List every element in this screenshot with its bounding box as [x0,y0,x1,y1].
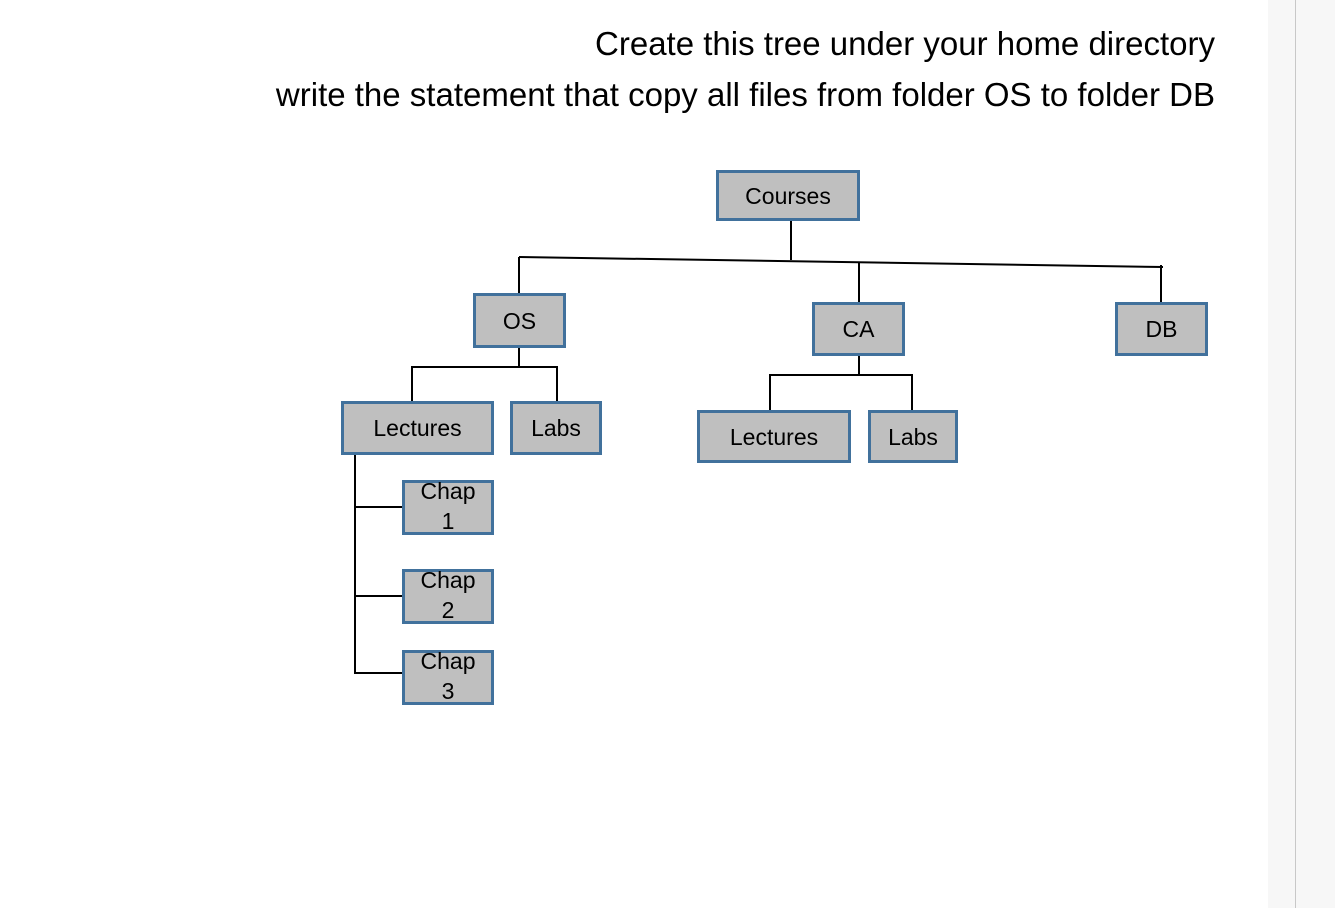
connector-lectures-to-chap1 [354,506,404,508]
tree-node-os-labs[interactable]: Labs [510,401,602,455]
tree-node-os-labs-label: Labs [531,415,581,441]
connector-ca-to-lectures [769,374,771,412]
connector-os-fanout-bar [411,366,558,368]
scrollbar-track-line[interactable] [1295,0,1296,908]
tree-node-db-label: DB [1145,316,1178,342]
connector-ca-stem [858,356,860,376]
connector-courses-fanout-bar [518,256,1164,268]
tree-node-chap-1-label-line2: 1 [441,508,455,534]
tree-node-db[interactable]: DB [1115,302,1208,356]
connector-lectures-to-chap2 [354,595,404,597]
tree-node-os[interactable]: OS [473,293,566,348]
tree-node-chap-1[interactable]: Chap 1 [402,478,494,535]
tree-node-courses[interactable]: Courses [716,170,860,221]
connector-os-stem [518,348,520,368]
tree-node-os-lectures-label: Lectures [373,415,462,441]
title-line-1: Create this tree under your home directo… [595,25,1215,62]
tree-node-chap-3-label-line2: 3 [441,678,455,704]
connector-courses-to-db [1160,265,1162,304]
connector-courses-to-ca [858,262,860,304]
document-canvas: Create this tree under your home directo… [0,18,1215,705]
title-line-2: write the statement that copy all files … [275,76,1215,113]
tree-node-ca-labs-label: Labs [888,423,938,450]
connector-os-to-labs [556,366,558,403]
right-gutter [1268,0,1335,908]
tree-node-ca-lectures-label: Lectures [729,423,819,450]
connector-courses-stem [790,220,792,260]
tree-node-chap-2[interactable]: Chap 2 [402,567,494,624]
tree-node-os-label: OS [502,307,537,334]
tree-node-chap-2-label-line2: 2 [441,597,455,623]
tree-node-ca-label: CA [842,316,875,342]
connector-lectures-rail [354,454,356,674]
tree-node-chap-3[interactable]: Chap 3 [402,648,494,705]
tree-node-ca[interactable]: CA [812,302,905,356]
tree-node-chap-1-label-line1: Chap [420,478,476,504]
connector-ca-fanout-bar [769,374,913,376]
page-title: Create this tree under your home directo… [0,18,1215,120]
connector-os-to-lectures [411,366,413,403]
tree-node-chap-2-label-line1: Chap [420,567,476,593]
connector-lectures-to-chap3 [354,672,404,674]
tree-node-ca-lectures[interactable]: Lectures [697,410,851,463]
connector-courses-to-os [518,257,520,295]
tree-node-chap-3-label-line1: Chap [420,648,476,674]
tree-node-ca-labs[interactable]: Labs [868,410,958,463]
tree-node-courses-label: Courses [745,182,831,209]
connector-ca-to-labs [911,374,913,412]
tree-node-os-lectures[interactable]: Lectures [341,401,494,455]
